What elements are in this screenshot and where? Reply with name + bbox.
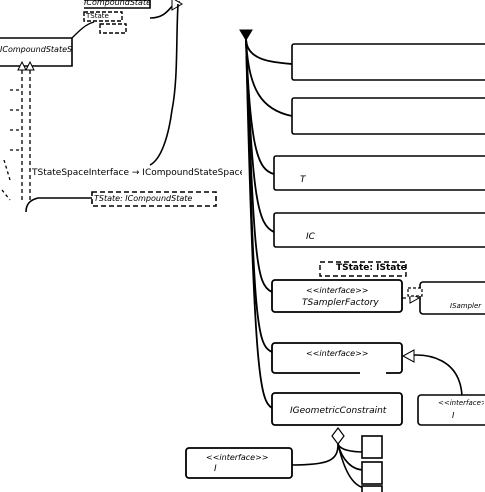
child-box-4[interactable] [273,212,485,248]
state-space-edge-label: TStateSpaceInterface → ICompoundStateSpa… [32,168,242,179]
bottom-right-fragment-3[interactable] [361,485,383,492]
root-spine-connectors [245,37,293,409]
left-box-label: ICompoundStateSpace [0,45,72,54]
bottom-interface-box[interactable] [185,447,293,479]
left-state-space-box[interactable] [0,21,95,67]
interface-box-middle[interactable] [271,342,403,374]
dashed-realization-lines [1,70,31,201]
top-box-label: ICompoundStateSpace [84,0,150,7]
type-param-label: TState: IState [336,263,406,273]
child-box-4-label: IC [306,232,315,242]
type-param-box [319,261,407,277]
child-box-1[interactable] [291,43,485,81]
right-to-middle-arrowhead [401,349,415,363]
top-partial-label: TState [86,12,109,20]
geometric-constraint-box[interactable] [271,392,403,426]
right-interface-box[interactable] [417,394,485,426]
sampler-dashed-fragment [407,287,423,297]
sampler-factory-stereotype: <<interface>> [306,286,369,295]
top-partial-box[interactable] [83,0,151,34]
sampler-target-box[interactable] [419,281,485,315]
left-arrowhead-2 [17,60,27,71]
child-box-3[interactable] [273,155,485,191]
bottom-interface-name: I [214,464,217,474]
child-box-3-label: T [300,175,306,185]
right-interface-name: I [452,411,455,420]
top-vertical-line [149,3,179,166]
geometric-constraint-name: IGeometricConstraint [290,406,387,416]
bottom-right-fragment-1[interactable] [361,435,383,459]
composition-diamond [331,427,345,445]
sampler-factory-name: TSamplerFactory [302,298,379,308]
composition-lines [291,443,365,489]
left-arrowhead-1 [25,60,35,71]
bottom-left-param-label: TState: ICompoundState [94,194,193,203]
sampler-target-label: ISampler [450,302,482,310]
interface-box-middle-stereotype: <<interface>> [306,349,369,358]
bottom-right-fragment-2[interactable] [361,461,383,485]
top-generalization-arrowhead [171,0,183,11]
right-interface-stereotype: <<interface>> [438,399,484,407]
bottom-left-box[interactable] [25,191,217,213]
bottom-interface-stereotype: <<interface>> [206,453,269,462]
state-space-edge-text: TStateSpaceInterface → ICompoundStateSpa… [32,168,242,178]
root-aggregation-marker [239,29,253,41]
sampler-factory-box[interactable] [271,279,403,313]
child-box-2[interactable] [291,97,485,135]
